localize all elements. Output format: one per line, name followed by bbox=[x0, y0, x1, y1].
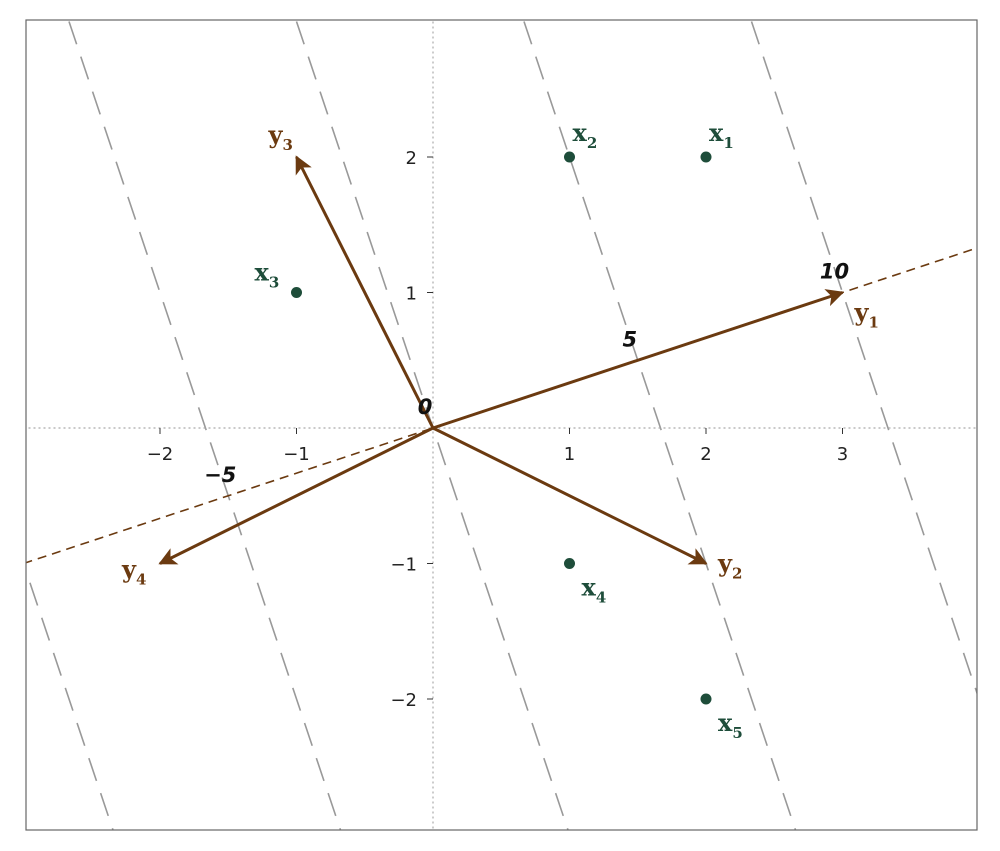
vector-y1 bbox=[432, 289, 845, 430]
point-label-x3-subscript: 3 bbox=[269, 274, 279, 292]
vector-y3 bbox=[295, 155, 435, 429]
point-label-x3-base: x bbox=[255, 258, 270, 287]
point-label-x1-base: x bbox=[709, 118, 724, 147]
point-x2 bbox=[564, 151, 575, 163]
vector-label-y4-base: y bbox=[121, 555, 137, 584]
vector-label-y2-subscript: 2 bbox=[732, 565, 742, 583]
point-label-x5-base: x bbox=[718, 708, 733, 737]
point-x4 bbox=[564, 558, 575, 569]
point-label-x2-base: x bbox=[573, 118, 588, 147]
vector-label-y2-base: y bbox=[717, 549, 733, 578]
x-tick-label: 1 bbox=[564, 444, 575, 465]
level-line bbox=[979, 22, 1000, 835]
x-tick-label: 2 bbox=[700, 444, 711, 465]
x-tick-label: 3 bbox=[837, 444, 848, 465]
point-label-x3: x3 bbox=[255, 258, 280, 292]
point-label-x2-subscript: 2 bbox=[587, 134, 597, 152]
point-x5 bbox=[700, 693, 712, 705]
y-tick-label: −2 bbox=[390, 690, 417, 711]
x-tick-label: −1 bbox=[283, 444, 310, 465]
vector-label-y3-subscript: 3 bbox=[282, 136, 292, 154]
vector-label-y3: y3 bbox=[268, 120, 293, 154]
point-x1 bbox=[700, 151, 712, 163]
point-label-x5: x5 bbox=[718, 708, 743, 742]
vector-label-y4: y4 bbox=[121, 555, 146, 589]
point-label-x4: x4 bbox=[582, 573, 607, 607]
vector-label-y3-base: y bbox=[268, 120, 284, 149]
point-x3 bbox=[291, 287, 302, 298]
tick-labels: −2 −1 1 2 3 2 1 −1 −2 bbox=[147, 148, 849, 711]
point-label-x5-subscript: 5 bbox=[732, 724, 742, 742]
point-label-x2: x2 bbox=[573, 118, 598, 152]
vector-label-y1: y1 bbox=[854, 298, 879, 332]
vector-label-y2: y2 bbox=[717, 549, 742, 583]
y-tick-label: 2 bbox=[406, 148, 417, 169]
y-tick-label: −1 bbox=[390, 555, 417, 576]
vector-label-y1-subscript: 1 bbox=[868, 314, 878, 332]
plot-frame bbox=[25, 19, 978, 831]
y-tick-label: 1 bbox=[406, 284, 417, 305]
point-label-x1-subscript: 1 bbox=[723, 134, 733, 152]
vector-label-y4-subscript: 4 bbox=[136, 571, 146, 589]
level-label: 10 bbox=[820, 260, 849, 284]
level-labels: −5 0 5 10 bbox=[204, 260, 849, 487]
x-tick-label: −2 bbox=[147, 444, 174, 465]
level-line bbox=[750, 21, 977, 696]
level-label: 0 bbox=[418, 395, 433, 419]
point-label-x4-base: x bbox=[582, 573, 597, 602]
point-label-x4-subscript: 4 bbox=[596, 589, 606, 607]
point-label-x1: x1 bbox=[709, 118, 734, 152]
plot-background bbox=[26, 20, 977, 830]
level-line bbox=[26, 568, 114, 830]
level-label: 5 bbox=[622, 327, 637, 351]
vector-y2 bbox=[432, 426, 708, 565]
level-label: −5 bbox=[204, 463, 236, 487]
vector-label-y1-base: y bbox=[854, 298, 870, 327]
vector-y4 bbox=[158, 426, 434, 565]
